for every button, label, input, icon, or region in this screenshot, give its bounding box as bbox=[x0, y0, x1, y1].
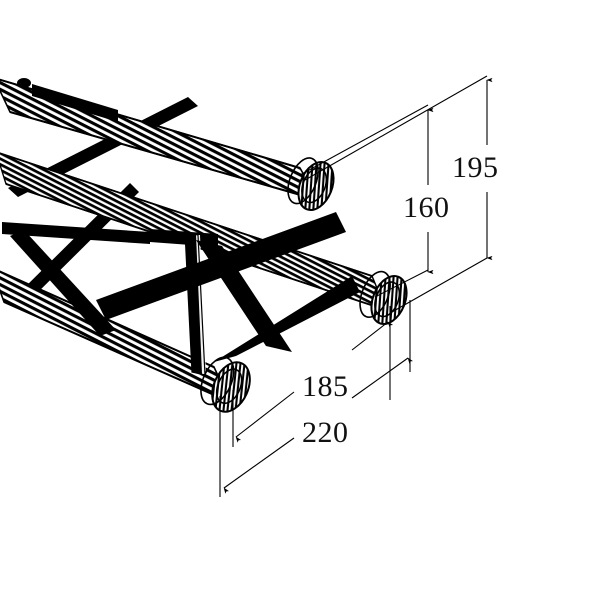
dimension-label-185: 185 bbox=[302, 370, 349, 403]
dimension-185 bbox=[232, 306, 394, 447]
truss-structure bbox=[0, 78, 408, 413]
dim-220-line-right bbox=[351, 357, 413, 399]
dimension-label-160: 160 bbox=[403, 191, 450, 224]
dim-185-line-left bbox=[235, 391, 295, 443]
dim-220-line-left bbox=[223, 437, 295, 494]
brace-vertical bbox=[184, 231, 206, 376]
dimension-220 bbox=[219, 300, 413, 497]
dim-160-ext-lower bbox=[374, 269, 429, 298]
brace-group-front bbox=[10, 212, 360, 362]
tube-end-top bbox=[287, 157, 335, 211]
dim-160-ext-upper bbox=[299, 104, 429, 176]
dim-185-line-right bbox=[351, 321, 394, 351]
dimension-160 bbox=[299, 104, 434, 298]
tube-end-right bbox=[359, 270, 408, 325]
chord-bottom-front bbox=[0, 270, 232, 404]
dimension-195 bbox=[304, 75, 493, 313]
dimension-label-220: 220 bbox=[302, 416, 349, 449]
dimension-annotations bbox=[219, 75, 493, 497]
dim-195-ext-upper bbox=[304, 75, 488, 181]
node-detail-top-left bbox=[17, 78, 118, 122]
dimension-label-195: 195 bbox=[452, 151, 499, 184]
dim-195-ext-lower bbox=[391, 257, 488, 313]
tube-end-front bbox=[200, 356, 251, 413]
